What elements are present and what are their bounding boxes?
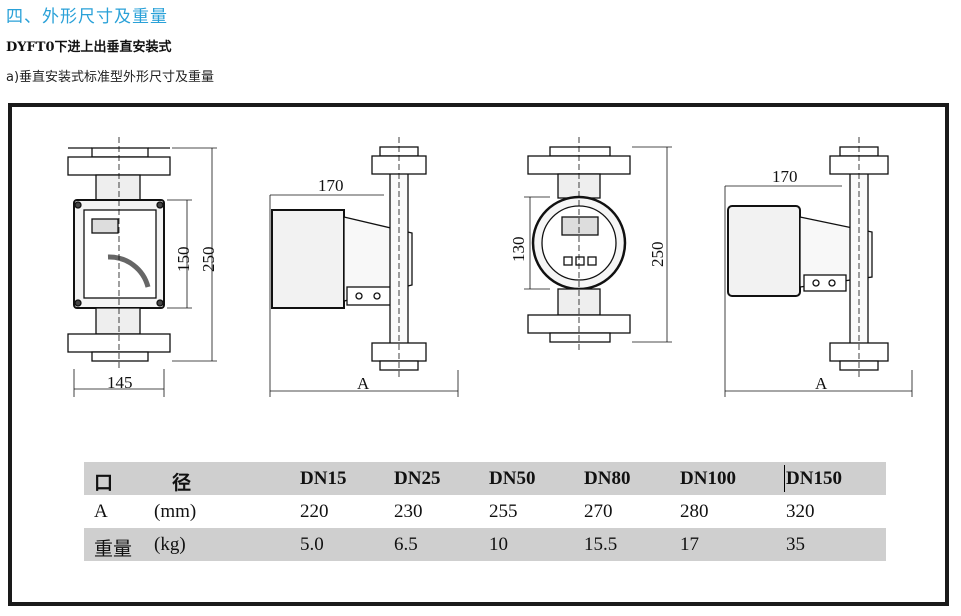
side-view-drawing: [269, 137, 459, 397]
table-row: 重量 (kg) 5.0 6.5 10 15.5 17 35: [84, 528, 886, 561]
dim-130-label: 130: [509, 237, 528, 263]
dim-250-label-2: 250: [648, 242, 667, 268]
dimension-drawings: 145 150 250 170 A 130 250 170 A: [67, 137, 913, 397]
table-cell: 35: [786, 534, 805, 555]
table-cell: DN80: [584, 468, 631, 489]
table-cell: 220: [300, 501, 329, 522]
table-cell: DN50: [489, 468, 536, 489]
table-cell: 320: [786, 501, 815, 522]
table-cell: 口: [94, 473, 114, 494]
table-cell: 230: [394, 501, 423, 522]
table-cell: DN100: [680, 468, 736, 489]
dim-250-label-1: 250: [199, 247, 218, 273]
table-cell: 15.5: [584, 534, 618, 555]
round-side-view-drawing: [724, 137, 913, 397]
table-cell: 280: [680, 501, 709, 522]
table-cell: DN25: [394, 468, 441, 489]
table-row: A (mm) 220 230 255 270 280 320: [84, 495, 886, 528]
table-cell: 6.5: [394, 534, 418, 555]
dim-145-label: 145: [107, 373, 133, 392]
dim-170-label-1: 170: [318, 176, 344, 195]
text-cursor: [784, 465, 785, 492]
dimension-figure: 145 150 250 170 A 130 250 170 A 口 径 DN15…: [8, 103, 949, 606]
table-cell: 径: [172, 473, 192, 494]
dim-a-label-1: A: [357, 374, 370, 393]
subsection-title: a)垂直安装式标准型外形尺寸及重量: [6, 70, 215, 85]
table-cell: 17: [680, 534, 699, 555]
table-cell: (mm): [154, 501, 197, 522]
table-cell: 5.0: [300, 534, 324, 555]
table-cell: 重量: [94, 539, 133, 560]
table-header-row: 口 径 DN15 DN25 DN50 DN80 DN100 DN150: [84, 462, 886, 495]
model-title: DYFT0下进上出垂直安装式: [6, 40, 172, 55]
table-cell: A: [94, 501, 108, 522]
table-cell: DN150: [786, 468, 842, 489]
front-view-drawing: [67, 137, 217, 397]
dim-150-label: 150: [174, 247, 193, 273]
table-cell: 270: [584, 501, 613, 522]
dim-a-label-2: A: [815, 374, 828, 393]
table-cell: DN15: [300, 468, 347, 489]
section-title: 四、外形尺寸及重量: [6, 7, 168, 27]
dimension-weight-table: 口 径 DN15 DN25 DN50 DN80 DN100 DN150 A (m…: [84, 462, 886, 561]
table-cell: 10: [489, 534, 508, 555]
table-cell: (kg): [154, 534, 186, 555]
dim-170-label-2: 170: [772, 167, 798, 186]
round-display-view-drawing: [524, 137, 672, 351]
table-cell: 255: [489, 501, 518, 522]
